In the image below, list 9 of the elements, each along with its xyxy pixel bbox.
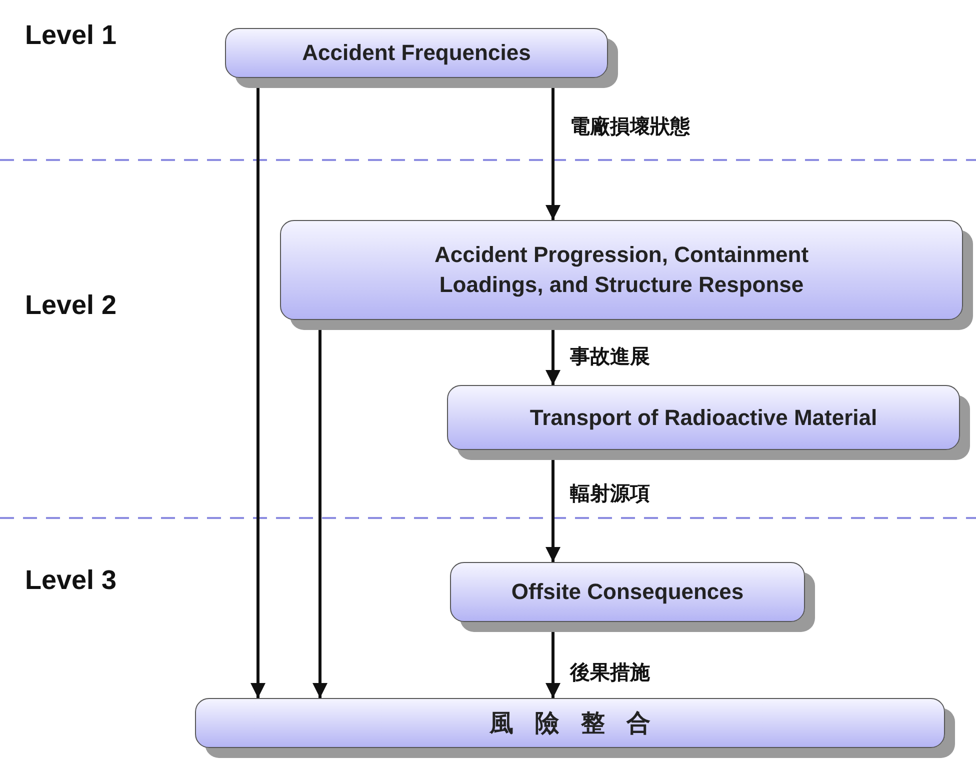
level-label: Level 2: [25, 290, 117, 321]
box-text: 風險整合: [490, 706, 672, 739]
level-label: Level 1: [25, 20, 117, 51]
edge-label: 輻射源項: [568, 480, 652, 507]
level-label: Level 3: [25, 565, 117, 596]
box-text: Transport of Radioactive Material: [530, 404, 878, 432]
box-text: Offsite Consequences: [511, 578, 744, 606]
box-text: Accident Frequencies: [302, 39, 531, 68]
box-text: Accident Progression, Containment Loadings, and Structure Response: [433, 241, 810, 299]
